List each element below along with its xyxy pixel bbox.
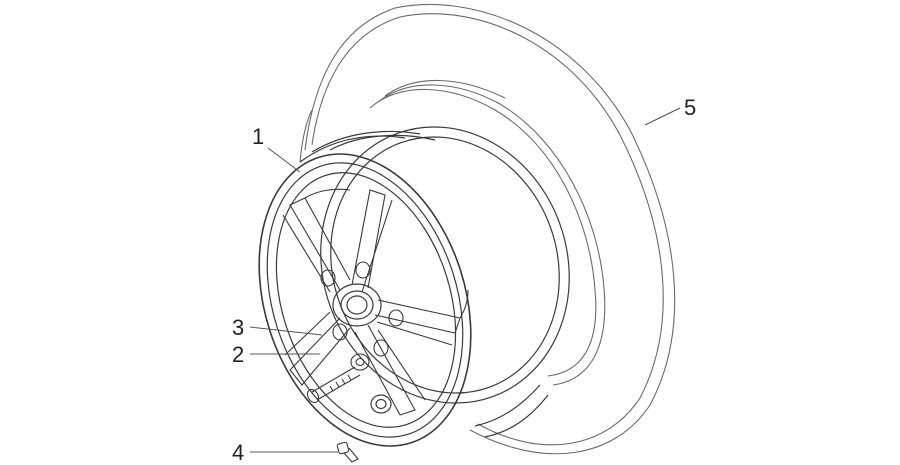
leader-line-3: [249, 326, 323, 336]
axle-bolt: [306, 366, 361, 404]
leader-lines: [249, 107, 681, 453]
rim-valve-boss: [370, 394, 392, 414]
lug-holes: [320, 261, 404, 357]
callout-2: 2: [232, 342, 244, 367]
washer: [350, 353, 370, 371]
tire-valve: [336, 441, 359, 463]
callout-4: 4: [232, 440, 244, 465]
callout-3: 3: [232, 315, 244, 340]
wheel-hub: [332, 283, 382, 327]
callout-1: 1: [252, 124, 264, 149]
callout-5: 5: [684, 95, 696, 120]
rim-spokes: [282, 188, 469, 416]
leader-line-5: [644, 107, 681, 126]
wheel-rim: [258, 126, 570, 447]
tire: [299, 3, 676, 455]
leader-line-1: [267, 147, 301, 173]
